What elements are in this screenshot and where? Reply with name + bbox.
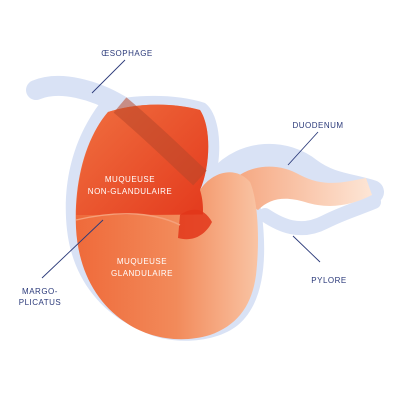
- non-glandular-dark-zone: [178, 209, 212, 240]
- margo-plicatus-label-line1: MARGO-: [22, 287, 58, 296]
- oesophagus-tube: [113, 97, 207, 186]
- margo-plicatus-leader: [41, 219, 104, 279]
- non-glandular-label-line1: MUQUEUSE: [105, 175, 155, 184]
- pylorus-leader: [292, 235, 321, 263]
- non-glandular-mucosa: [76, 104, 209, 218]
- glandular-label-line2: GLANDULAIRE: [111, 269, 173, 278]
- duodenum-label: DUODENUM: [292, 121, 343, 130]
- pylorus-label: PYLORE: [311, 276, 346, 285]
- margo-plicatus-label-line2: PLICATUS: [19, 298, 62, 307]
- glandular-label-line1: MUQUEUSE: [117, 257, 167, 266]
- duodenum: [225, 166, 372, 210]
- oesophagus-label: ŒSOPHAGE: [101, 49, 153, 58]
- duodenum-leader: [287, 131, 319, 166]
- non-glandular-label-line2: NON-GLANDULAIRE: [88, 187, 172, 196]
- margo-plicatus-line: [75, 213, 181, 226]
- oesophagus-leader: [91, 59, 126, 94]
